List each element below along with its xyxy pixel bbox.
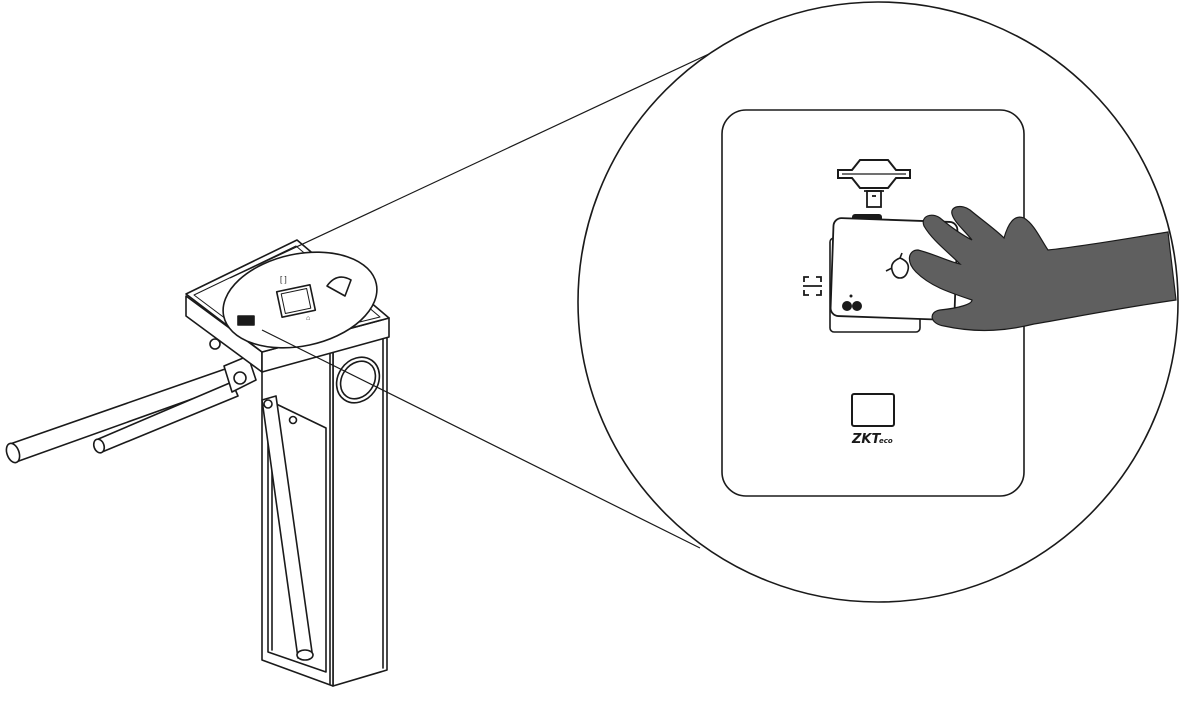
brand-logo-suffix: eco [879,437,893,445]
phone-brand-leaf [885,267,893,272]
card-reader-window-icon [851,393,895,427]
callout-lines [229,45,727,549]
phone-camera-lens-1 [842,301,852,311]
phone-flash [849,294,853,298]
lid-small-label: [ ] [280,275,287,284]
callout-line-top [229,45,727,279]
turnstile: [ ] ⌂ [5,239,390,687]
qr-scan-icon [803,276,822,296]
housing-bolt [209,338,221,350]
arm-bolt [263,399,273,409]
brand-logo-text: ZKT [851,432,882,447]
callout-line-bottom [261,329,701,549]
lid-key-icon [326,276,352,297]
lid-card-window-inner [280,288,312,314]
hand [908,205,1177,332]
arm-hub-bolt [233,371,247,385]
brand-logo: ZKT eco [851,432,893,447]
horizontal-arm-upper [9,367,235,463]
phone-brand-icon [890,252,910,279]
card-slot-icon [864,190,884,208]
horizontal-arm-lower-tip [92,438,106,454]
horizontal-arm-upper-tip [5,442,21,464]
lid-indicator-light [237,315,255,326]
smartphone [829,214,959,321]
arm-bolt-2 [288,415,298,425]
hanging-arm-tip [296,649,314,661]
magnified-detail: ZKT eco [577,1,1179,603]
lid-small-label-2: ⌂ [306,315,310,322]
phone-camera-lens-2 [852,301,862,311]
